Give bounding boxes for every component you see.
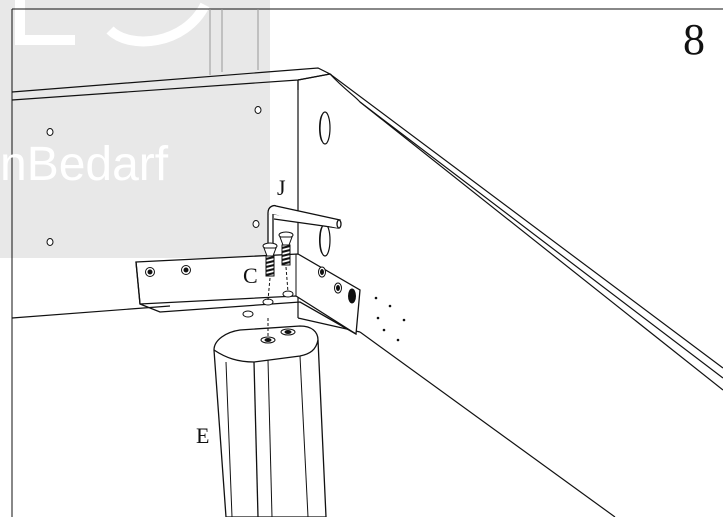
back-panel — [209, 9, 259, 75]
allen-key — [267, 205, 342, 247]
rail-slots — [319, 111, 331, 257]
step-number: 8 — [683, 15, 705, 64]
screw-c-right — [278, 231, 294, 293]
watermark-logo — [15, 0, 210, 47]
corner-bracket — [135, 253, 361, 336]
side-rail — [297, 73, 723, 517]
leg — [213, 325, 327, 517]
bracket-top-holes — [242, 290, 294, 318]
part-label-c: C — [243, 263, 258, 288]
rail-slot-shadows — [319, 114, 322, 254]
screw-c-left — [262, 242, 278, 301]
watermark-text: nBedarf — [0, 138, 169, 191]
leg-top-holes — [260, 328, 296, 344]
panel-screw-holes — [46, 106, 262, 246]
part-label-e: E — [196, 423, 210, 448]
part-label-j: J — [277, 175, 286, 200]
bracket-screws — [145, 265, 356, 304]
rail-dots — [374, 296, 406, 342]
